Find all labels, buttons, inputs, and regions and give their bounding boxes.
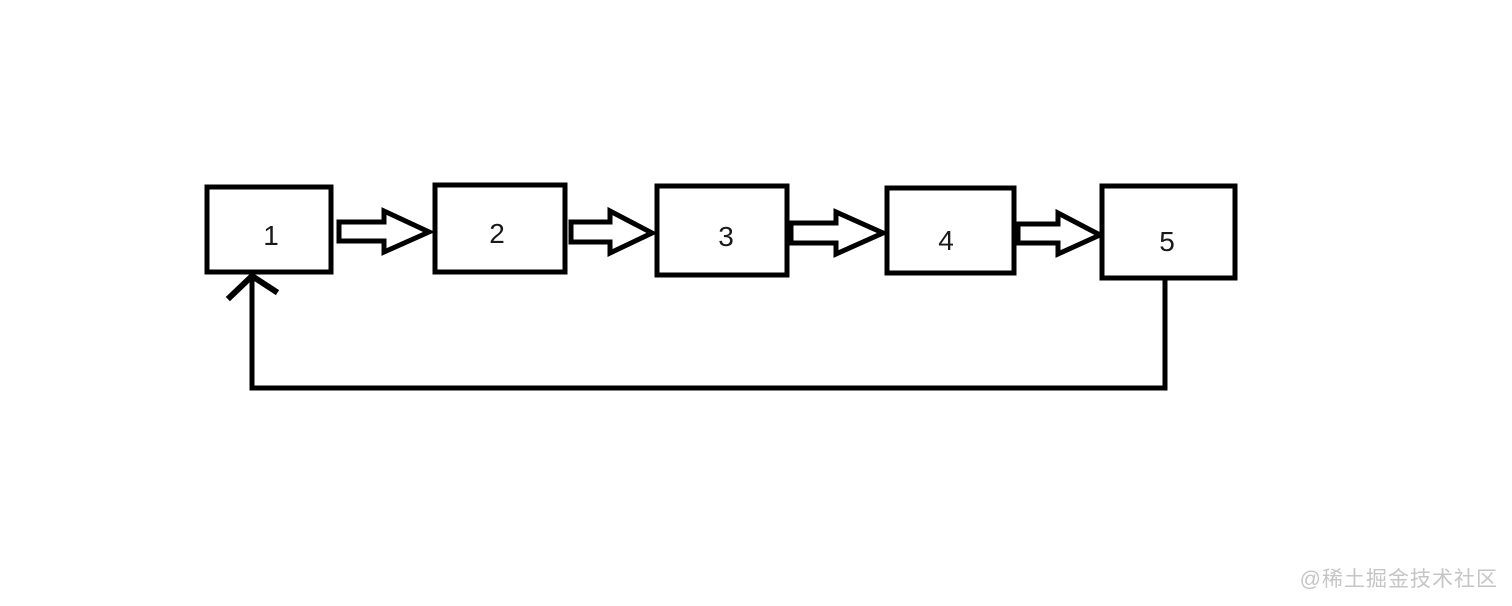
feedback-arrowhead-icon — [225, 272, 280, 302]
watermark-text: @稀土掘金技术社区 — [1299, 568, 1498, 591]
edge-arrow-3-to-4 — [788, 208, 890, 258]
flow-node-2-label: 2 — [489, 218, 505, 249]
flow-node-5: 5 — [1099, 183, 1238, 281]
edge-arrow-1-to-2 — [336, 207, 436, 256]
flow-node-1-label: 1 — [263, 220, 279, 251]
flow-node-3: 3 — [654, 183, 790, 278]
flow-node-4-box — [884, 185, 1017, 276]
flow-node-3-label: 3 — [718, 221, 734, 252]
flow-node-5-box — [1099, 183, 1238, 281]
flow-node-1-box — [204, 184, 334, 275]
flow-node-5-label: 5 — [1159, 226, 1175, 257]
flow-node-2-box — [432, 182, 568, 275]
flow-node-2: 2 — [432, 182, 568, 275]
flow-node-1: 1 — [204, 184, 334, 275]
flow-node-4-label: 4 — [938, 225, 954, 256]
flow-node-4: 4 — [884, 185, 1017, 276]
flow-node-3-box — [654, 183, 790, 278]
edge-arrow-2-to-3 — [568, 206, 658, 257]
feedback-edge-5-to-1 — [249, 277, 1168, 391]
edge-arrow-4-to-5 — [1015, 208, 1106, 258]
